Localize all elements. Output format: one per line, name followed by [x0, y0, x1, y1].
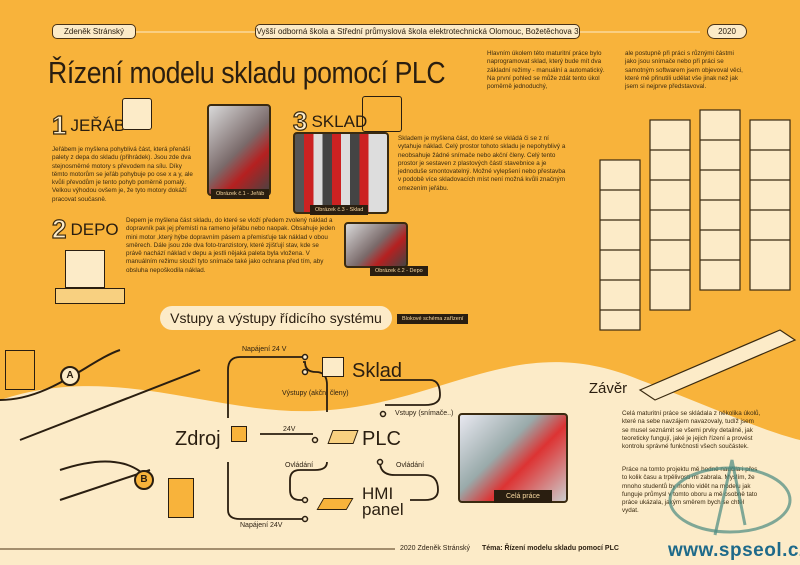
label-ovladani-1: Ovládání [285, 462, 314, 469]
section-title: DEPO [70, 219, 119, 239]
shelf-rack-3 [699, 109, 741, 291]
photo-cela-prace[interactable] [458, 413, 568, 503]
section-number: 2 [51, 213, 67, 244]
jerab-text: Jeřábem je myšlena pohyblivá část, která… [52, 146, 193, 203]
watermark-url: www.spseol.cz [668, 540, 800, 561]
caption-depo: Obrázek č.2 - Depo [370, 266, 428, 276]
intro-col2: ale postupně při práci s různými částmi … [625, 50, 743, 91]
caption-sklad: Obrázek č.3 - Sklad [310, 205, 369, 215]
label-24v: 24V [283, 426, 296, 433]
panel-label: panel [362, 500, 404, 519]
author-pill: Zdeněk Stránský [52, 24, 136, 39]
photo-sklad[interactable] [293, 132, 389, 214]
shelf-rack-2 [649, 119, 691, 311]
section-title: SKLAD [311, 111, 368, 131]
year-pill: 2020 [707, 24, 747, 39]
forklift-illustration [362, 96, 402, 132]
caption-jerab: Obrázek č.1 - Jeřáb [211, 189, 270, 199]
page-title: Řízení modelu skladu pomocí PLC [48, 55, 446, 90]
section-number: 3 [292, 105, 308, 136]
zaver-heading: Závěr [578, 378, 638, 400]
box-on-pallet-illustration [65, 250, 105, 288]
cabinet-illustration-2 [168, 478, 194, 518]
label-napajeni-bottom: Napájení 24V [240, 522, 283, 529]
pallet-illustration [55, 288, 125, 304]
watermark-logo [668, 459, 792, 536]
label-vstupy: Vstupy (snímače..) [395, 410, 454, 417]
label-vystupy: Výstupy (akční členy) [282, 390, 349, 397]
shelf-rack-4 [749, 119, 791, 291]
section-number: 1 [51, 109, 67, 140]
depo-text: Depem je myšlena část skladu, do které s… [126, 217, 335, 274]
caption-cela-prace: Celá práce [494, 490, 552, 503]
io-badge: Blokové schéma zařízení [397, 314, 469, 324]
footer-topic: Téma: Řízení modelu skladu pomocí PLC [482, 545, 619, 552]
section-title: JEŘÁB [70, 115, 126, 135]
marker-a: A [60, 366, 80, 386]
sklad-text: Skladem je myšlena část, do které se vkl… [398, 135, 566, 192]
node-plc: PLC [362, 428, 401, 450]
footer-year-author: 2020 Zdeněk Stránský [400, 545, 471, 552]
hmi-label: HMI [362, 484, 394, 503]
crane-illustration [122, 98, 152, 130]
shelf-rack-1 [599, 159, 641, 331]
photo-jerab[interactable] [207, 104, 271, 196]
power-supply-icon [231, 426, 247, 442]
plc-icon [327, 430, 359, 444]
marker-b: B [134, 470, 154, 490]
node-sklad: Sklad [352, 360, 403, 382]
intro-col1: Hlavním úkolem této maturitní práce bylo… [487, 50, 605, 91]
forklift-icon [322, 357, 344, 377]
cabinet-illustration [5, 350, 35, 390]
school-pill: Vyšší odborná škola a Střední průmyslová… [255, 24, 580, 39]
zaver-p1: Celá maturitní práce se skládala z někol… [622, 410, 761, 451]
conveyor [638, 329, 797, 401]
node-zdroj: Zdroj [175, 428, 221, 450]
label-ovladani-2: Ovládání [396, 462, 425, 469]
photo-depo[interactable] [344, 222, 408, 268]
io-heading: Vstupy a výstupy řídicího systému [160, 306, 392, 330]
label-napajeni-top: Napájení 24 V [242, 346, 287, 353]
